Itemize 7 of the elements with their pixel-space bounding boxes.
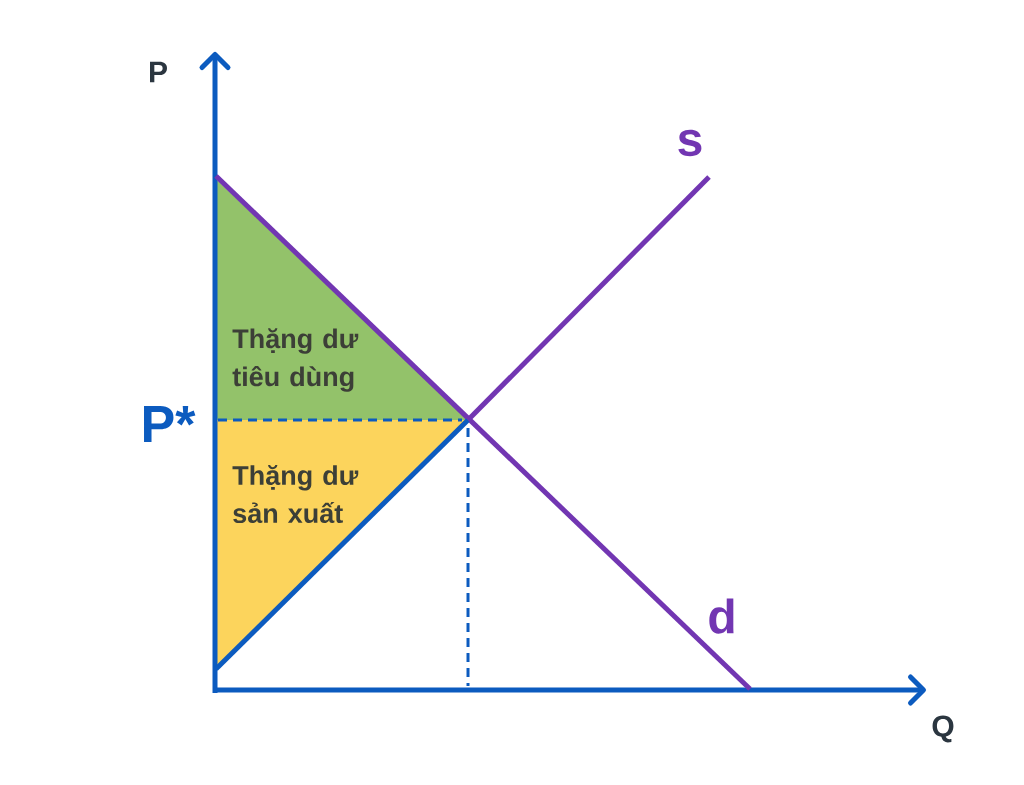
axis-label: P <box>150 61 167 83</box>
axis-label: Q <box>932 715 954 743</box>
price-label: P* <box>144 406 196 442</box>
area-label: Thặng dư sản xuất <box>232 464 359 524</box>
area-label: Thặng dư tiêu dùng <box>232 328 359 392</box>
curve-label: s <box>678 129 702 157</box>
curve-label: d <box>709 598 734 634</box>
